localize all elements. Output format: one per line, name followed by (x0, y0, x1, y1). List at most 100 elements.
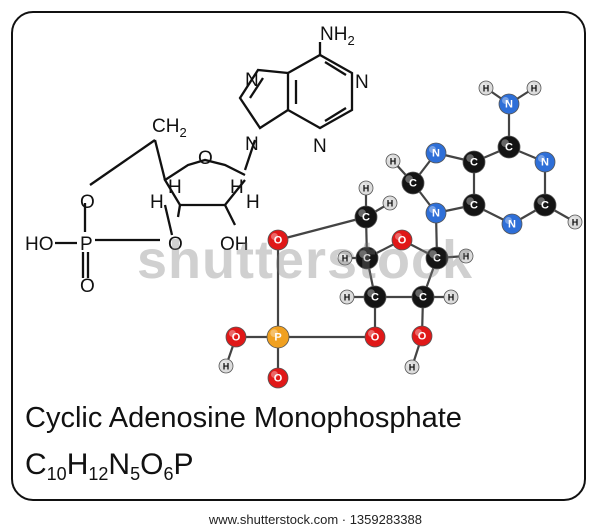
atom-label: O (418, 331, 427, 343)
atom-label: H (344, 293, 351, 303)
label-oh: OH (220, 234, 249, 255)
formula-element-c: C (25, 448, 47, 481)
atom-label: O (274, 373, 283, 385)
atom-highlight (340, 253, 345, 258)
atom-highlight (429, 250, 437, 258)
atom-c-c4s: C (355, 246, 379, 270)
atom-ball (225, 326, 247, 348)
atom-label: N (508, 219, 516, 231)
atom-n-n9: N (425, 202, 447, 224)
atom-highlight (342, 292, 347, 297)
label-nh2: NH2 (320, 24, 355, 48)
skeletal-structure (55, 42, 354, 278)
formula-subscript: 10 (46, 464, 67, 484)
atom-n-nh: N (498, 93, 520, 115)
atom-label: C (419, 292, 427, 304)
atom-label: O (398, 235, 407, 247)
atom-label: H (409, 363, 416, 373)
atom-ball (337, 250, 353, 266)
atom-ball (425, 202, 447, 224)
atom-h-h5a: H (358, 180, 374, 196)
atom-label: C (470, 200, 478, 212)
atom-ball (391, 229, 413, 251)
atom-label: C (363, 253, 371, 265)
atom-h-h1s: H (458, 248, 474, 264)
atom-c-c4: C (462, 193, 486, 217)
atom-ball (401, 171, 425, 195)
atom-c-c1: C (425, 246, 449, 270)
label-h4: H (246, 192, 260, 213)
atom-c-c2: C (533, 193, 557, 217)
atom-label: N (541, 157, 549, 169)
atom-highlight (538, 155, 545, 162)
atom-label: C (470, 157, 478, 169)
atom-h-h2: H (526, 80, 542, 96)
atom-ball (266, 325, 290, 349)
atom-p-p: P (266, 325, 290, 349)
atom-label: C (433, 253, 441, 265)
atom-n-n3: N (501, 213, 523, 235)
atom-ball (533, 193, 557, 217)
atom-ball (411, 325, 433, 347)
atom-highlight (501, 139, 509, 147)
atom-highlight (385, 198, 390, 203)
atom-highlight (368, 330, 375, 337)
atom-ball (534, 151, 556, 173)
atom-ball (462, 193, 486, 217)
atom-ball (567, 214, 583, 230)
footer-text: www.shutterstock.com · 1359283388 (208, 512, 422, 527)
atom-label: O (274, 235, 283, 247)
atom-ball (385, 153, 401, 169)
atom-ball (354, 205, 378, 229)
atom-label: H (223, 362, 230, 372)
label-o-upper: O (80, 192, 95, 213)
formula-element-o: O (140, 448, 164, 481)
atom-ball (425, 142, 447, 164)
atom-c-c6: C (497, 135, 521, 159)
atom-ball (382, 195, 398, 211)
atom-highlight (466, 197, 474, 205)
atom-label: H (483, 84, 490, 94)
atom-o-o3: O (364, 326, 386, 348)
label-h1: H (168, 177, 182, 198)
atom-label: H (363, 184, 370, 194)
atom-h-h8b: H (567, 214, 583, 230)
label-p: P (80, 234, 93, 255)
atom-highlight (429, 146, 436, 153)
atom-label: N (505, 99, 513, 111)
footer-bar: www.shutterstock.com · 1359283388 (0, 507, 600, 532)
atom-ball (498, 93, 520, 115)
atom-label: O (232, 332, 241, 344)
atom-highlight (502, 97, 509, 104)
label-ho: HO (25, 234, 54, 255)
atom-highlight (537, 197, 546, 205)
atom-h-h8: H (385, 153, 401, 169)
atom-c-c8: C (401, 171, 425, 195)
formula-subscript: 6 (163, 464, 174, 484)
atom-label: H (390, 157, 397, 167)
formula-element-h: H (66, 448, 89, 481)
atom-highlight (481, 83, 486, 89)
formula-subscript: 12 (88, 464, 109, 484)
atom-c-c2s: C (411, 285, 435, 309)
atom-ball (526, 80, 542, 96)
label-h2: H (150, 192, 164, 213)
skeletal-labels: NH2 N N N N O CH2 O HO P O O OH H H H H (25, 24, 369, 297)
bond-C5s-O5 (277, 215, 367, 242)
atom-label: H (463, 252, 470, 262)
atom-o-o2: O (411, 325, 433, 347)
atom-highlight (229, 330, 236, 337)
atom-highlight (407, 362, 412, 367)
atom-ball (462, 150, 486, 174)
atom-h-ho2: H (404, 359, 420, 375)
atom-ball (267, 367, 289, 389)
atom-h-h3: H (339, 289, 355, 305)
atom-o-op2: O (267, 367, 289, 389)
atom-h-h4: H (337, 250, 353, 266)
atom-h-h5b: H (382, 195, 398, 211)
atom-ball (411, 285, 435, 309)
atom-label: N (432, 148, 440, 160)
label-ring-o: O (198, 148, 213, 169)
atom-label: N (432, 208, 440, 220)
